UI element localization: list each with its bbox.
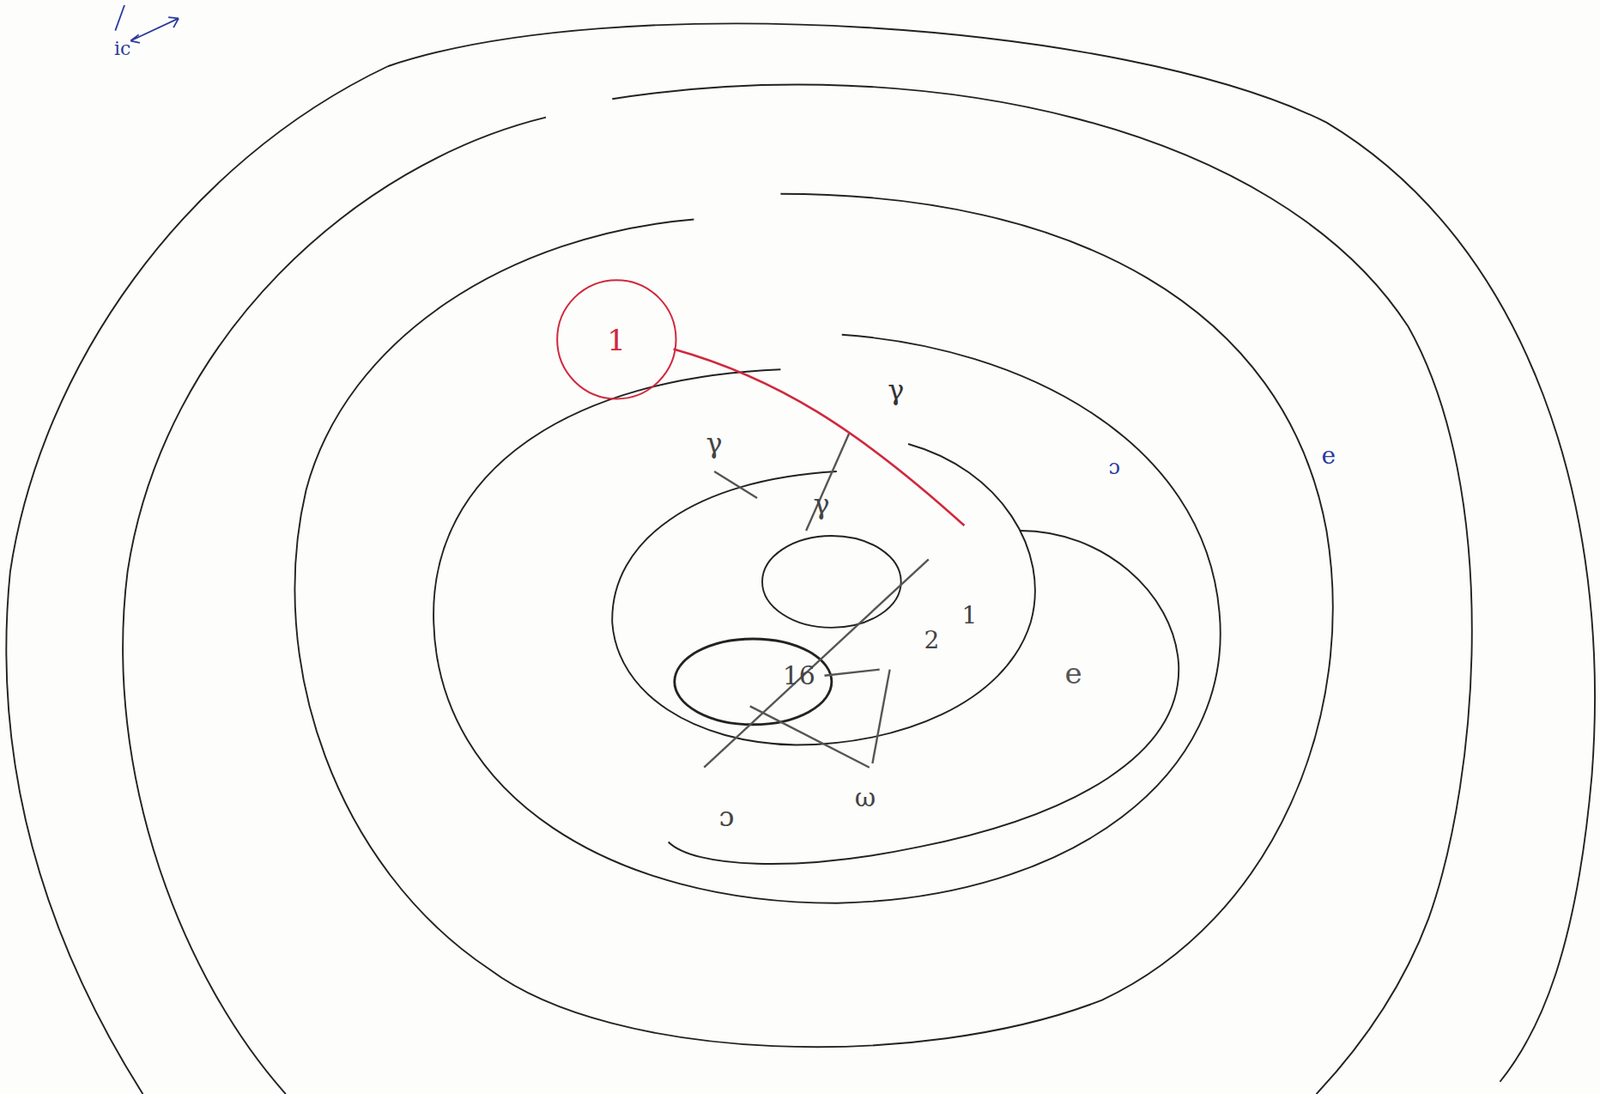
callout-circle: 1 bbox=[555, 278, 679, 401]
handwritten-mark: ɔ bbox=[718, 802, 734, 831]
callout-number: 1 bbox=[606, 322, 626, 358]
handwritten-mark: 2 bbox=[923, 628, 940, 653]
handwritten-mark: 16 bbox=[782, 662, 816, 689]
handwritten-mark: γ bbox=[812, 490, 830, 518]
handwritten-mark: γ bbox=[887, 375, 904, 404]
handwritten-mark: e bbox=[1321, 443, 1336, 468]
handwritten-mark: γ bbox=[706, 429, 723, 457]
handwritten-mark: ic bbox=[114, 39, 131, 59]
handwritten-mark: 1 bbox=[961, 603, 977, 628]
handwritten-mark: ω bbox=[854, 784, 876, 811]
handwritten-mark: ɔ bbox=[1108, 456, 1120, 478]
handwritten-mark: e bbox=[1065, 658, 1083, 688]
